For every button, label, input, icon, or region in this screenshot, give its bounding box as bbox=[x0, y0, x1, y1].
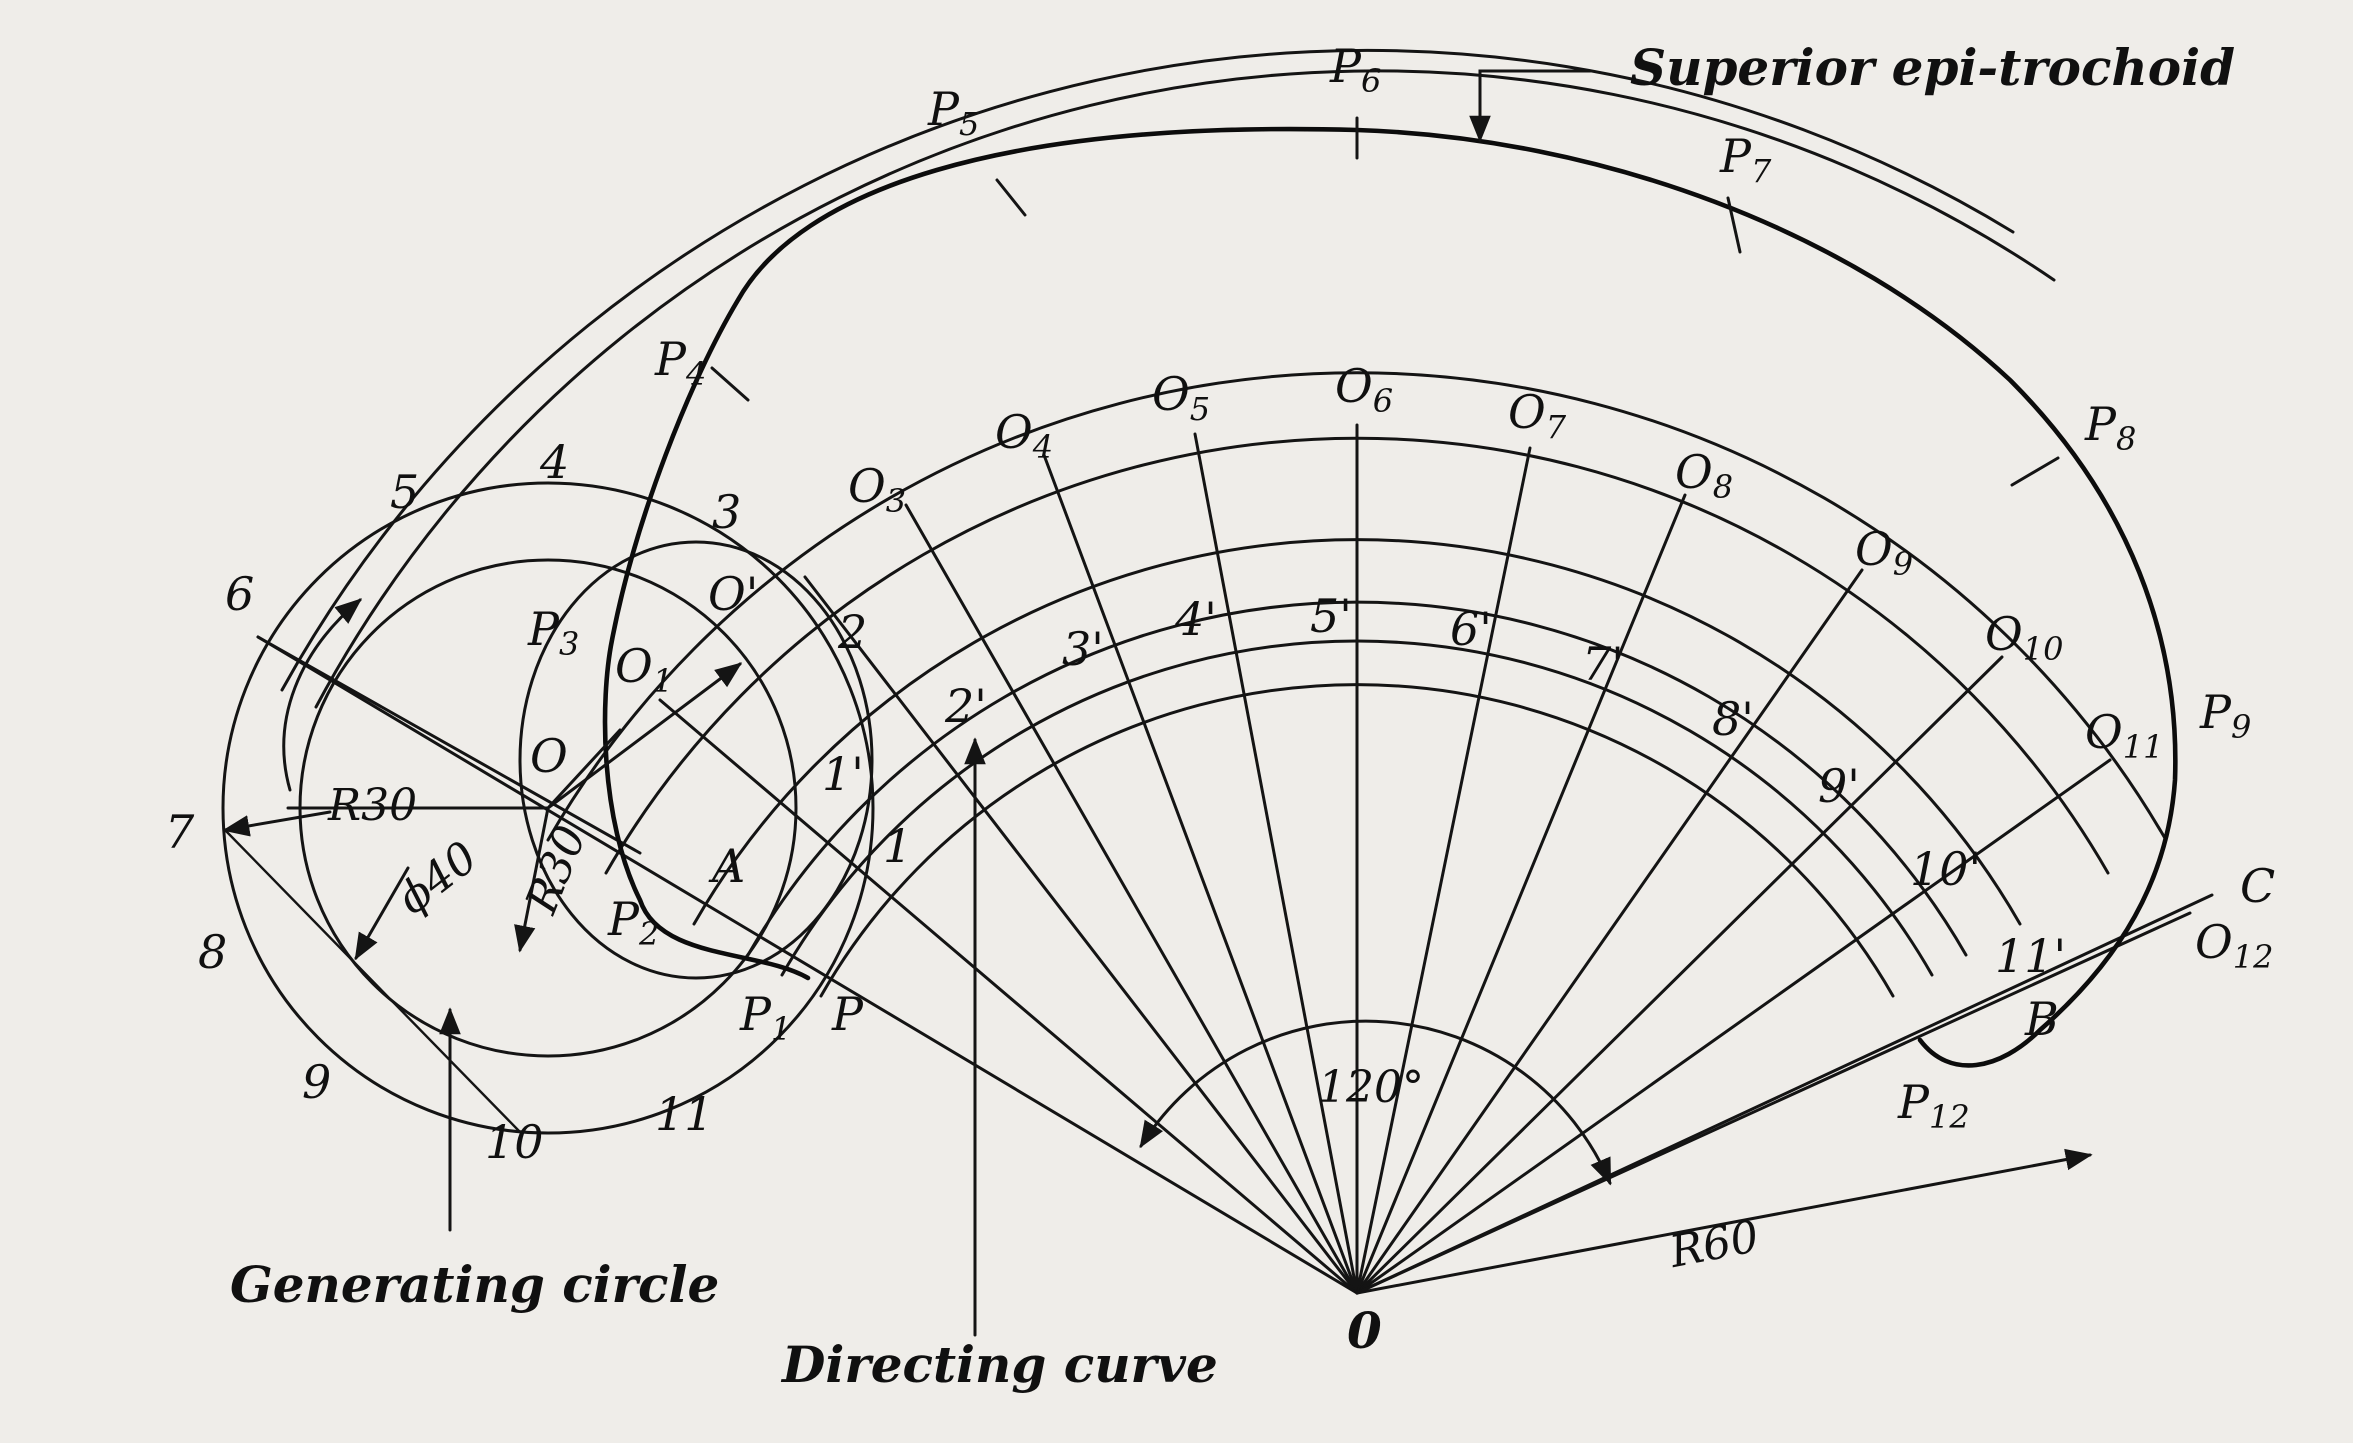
mark-2p: 2' bbox=[944, 679, 987, 733]
dim-r60: R60 bbox=[1665, 1211, 1763, 1278]
mark-11p: 11' bbox=[1995, 929, 2066, 983]
label-o12: O12 bbox=[2195, 915, 2273, 976]
label-p1: P1 bbox=[739, 987, 791, 1048]
label-p9: P9 bbox=[2199, 685, 2251, 746]
mark-10p: 10' bbox=[1910, 842, 1981, 896]
mark-4p: 4' bbox=[1174, 592, 1217, 646]
label-a: A bbox=[708, 839, 745, 893]
ray-0 bbox=[256, 635, 1359, 1295]
division-3: 3 bbox=[712, 485, 741, 539]
directing-curve-label: Directing curve bbox=[780, 1335, 1218, 1394]
outer-arc-3 bbox=[314, 69, 2056, 709]
ray-2 bbox=[803, 575, 1359, 1295]
label-o8: O8 bbox=[1675, 445, 1733, 506]
label-o11: O11 bbox=[2085, 705, 2163, 766]
labels: Superior epi-trochoid Generating circle … bbox=[165, 38, 2275, 1394]
division-4: 4 bbox=[539, 435, 569, 489]
label-o10: O10 bbox=[1985, 607, 2063, 668]
label-p2: P2 bbox=[607, 892, 659, 953]
label-o1: O1 bbox=[615, 639, 673, 700]
superior-callout-arrow bbox=[1469, 69, 1592, 143]
mark-9p: 9' bbox=[1818, 759, 1860, 813]
phi40-arrow bbox=[354, 866, 410, 961]
dim-phi40: ϕ40 bbox=[388, 832, 487, 925]
division-line-7-10 bbox=[223, 828, 522, 1134]
r30-tracing-arrow bbox=[546, 662, 743, 810]
tick-p4 bbox=[710, 366, 750, 402]
ray-13 bbox=[1355, 911, 2192, 1295]
division-2: 2 bbox=[837, 605, 867, 659]
division-6: 6 bbox=[225, 567, 254, 621]
label-p4: P4 bbox=[654, 332, 706, 393]
ray-11 bbox=[1355, 758, 2112, 1295]
ray-4 bbox=[1042, 453, 1359, 1295]
label-o6: O6 bbox=[1335, 359, 1393, 420]
label-p3: P3 bbox=[527, 602, 579, 663]
division-5: 5 bbox=[390, 465, 419, 519]
label-o4: O4 bbox=[995, 405, 1053, 466]
tick-p5 bbox=[995, 178, 1027, 217]
r60-dimension-line bbox=[1355, 1148, 2093, 1295]
r30-arrow-left bbox=[222, 810, 332, 837]
division-1: 1 bbox=[883, 819, 912, 873]
label-o-centre: O bbox=[530, 729, 568, 783]
mark-6p: 6' bbox=[1450, 602, 1492, 656]
label-o9: O9 bbox=[1855, 522, 1913, 583]
r30-vertical-arrow bbox=[514, 806, 550, 953]
dim-r30-rotated: R30 bbox=[516, 819, 597, 922]
dim-r30-horizontal: R30 bbox=[327, 780, 417, 831]
generating-circle-label: Generating circle bbox=[230, 1255, 719, 1314]
callouts bbox=[222, 69, 2093, 1337]
label-p: P bbox=[831, 987, 864, 1041]
label-o3: O3 bbox=[848, 459, 906, 520]
curve-ticks bbox=[710, 116, 2060, 487]
division-8: 8 bbox=[198, 925, 227, 979]
division-9: 9 bbox=[302, 1055, 331, 1109]
rolled-circle bbox=[518, 540, 874, 980]
outer-generating-circle bbox=[221, 481, 875, 1135]
ray-10 bbox=[1355, 655, 2004, 1295]
label-o-bottom: 0 bbox=[1347, 1301, 1382, 1360]
ray-7 bbox=[1355, 446, 1532, 1295]
mark-5p: 5' bbox=[1310, 589, 1352, 643]
label-o-prime: O' bbox=[708, 567, 758, 621]
outer-arc-4 bbox=[280, 48, 2015, 692]
label-b: B bbox=[2024, 992, 2059, 1046]
ray-1 bbox=[658, 698, 1359, 1295]
tick-p8 bbox=[2010, 456, 2060, 487]
tracing-radius-line bbox=[546, 728, 622, 810]
superior-epi-trochoid bbox=[602, 126, 2178, 1068]
mark-3p: 3' bbox=[1062, 622, 1104, 676]
division-10: 10 bbox=[485, 1115, 544, 1169]
label-p6: P6 bbox=[1329, 39, 1381, 100]
division-7: 7 bbox=[165, 805, 195, 859]
angle-120-arc bbox=[1139, 1019, 1612, 1186]
tick-p7 bbox=[1726, 196, 1742, 254]
ray-5 bbox=[1193, 432, 1359, 1295]
dim-120: 120° bbox=[1318, 1062, 1424, 1113]
division-11: 11 bbox=[655, 1087, 714, 1141]
rolling-direction-arrow bbox=[282, 598, 363, 792]
label-p8: P8 bbox=[2084, 397, 2136, 458]
mark-8p: 8' bbox=[1712, 692, 1754, 746]
circle-diameter-line bbox=[256, 635, 642, 855]
mark-7p: 7' bbox=[1582, 637, 1624, 691]
superior-epi-trochoid-label: Superior epi-trochoid bbox=[1630, 38, 2235, 97]
label-p7: P7 bbox=[1719, 129, 1772, 190]
generating-circles bbox=[221, 481, 875, 1135]
outer-arc-2 bbox=[546, 371, 2168, 842]
label-c: C bbox=[2240, 859, 2275, 913]
label-p12: P12 bbox=[1897, 1075, 1970, 1136]
label-p5: P5 bbox=[927, 82, 979, 143]
mark-1p: 1' bbox=[822, 747, 864, 801]
label-o5: O5 bbox=[1152, 367, 1210, 428]
